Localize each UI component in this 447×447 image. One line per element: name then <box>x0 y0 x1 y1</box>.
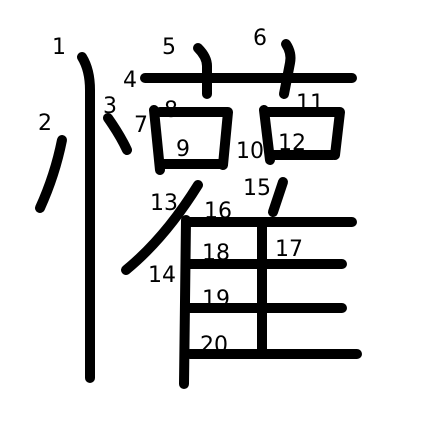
stroke-number-14: 14 <box>148 263 176 288</box>
stroke-2 <box>35 135 67 213</box>
stroke-5 <box>193 43 212 99</box>
stroke-number-9: 9 <box>176 137 190 162</box>
stroke-number-1: 1 <box>52 35 66 60</box>
stroke-number-19: 19 <box>202 287 230 312</box>
stroke-number-5: 5 <box>162 35 176 60</box>
stroke-8 <box>155 107 233 170</box>
stroke-number-4: 4 <box>123 68 137 93</box>
stroke-13 <box>121 180 203 275</box>
stroke-number-6: 6 <box>253 26 267 51</box>
stroke-number-8: 8 <box>164 98 178 123</box>
stroke-11 <box>263 107 345 160</box>
stroke-number-3: 3 <box>103 94 117 119</box>
stroke-number-17: 17 <box>275 237 303 262</box>
stroke-15 <box>268 177 288 217</box>
stroke-number-11: 11 <box>296 91 324 116</box>
stroke-number-16: 16 <box>204 199 232 224</box>
stroke-number-12: 12 <box>278 131 306 156</box>
stroke-number-2: 2 <box>38 111 52 136</box>
stroke-3 <box>103 113 132 155</box>
stroke-number-18: 18 <box>202 241 230 266</box>
stroke-number-13: 13 <box>150 191 178 216</box>
stroke-14 <box>179 215 191 389</box>
stroke-number-10: 10 <box>236 139 264 164</box>
stroke-number-20: 20 <box>200 333 228 358</box>
character-strokes <box>35 39 362 389</box>
stroke-order-numbers: 1 2 3 4 5 6 7 8 9 10 11 12 13 14 15 16 1… <box>38 26 324 358</box>
stroke-number-7: 7 <box>134 113 148 138</box>
stroke-number-15: 15 <box>243 176 271 201</box>
stroke-6 <box>279 39 296 99</box>
stroke-1 <box>77 52 95 383</box>
